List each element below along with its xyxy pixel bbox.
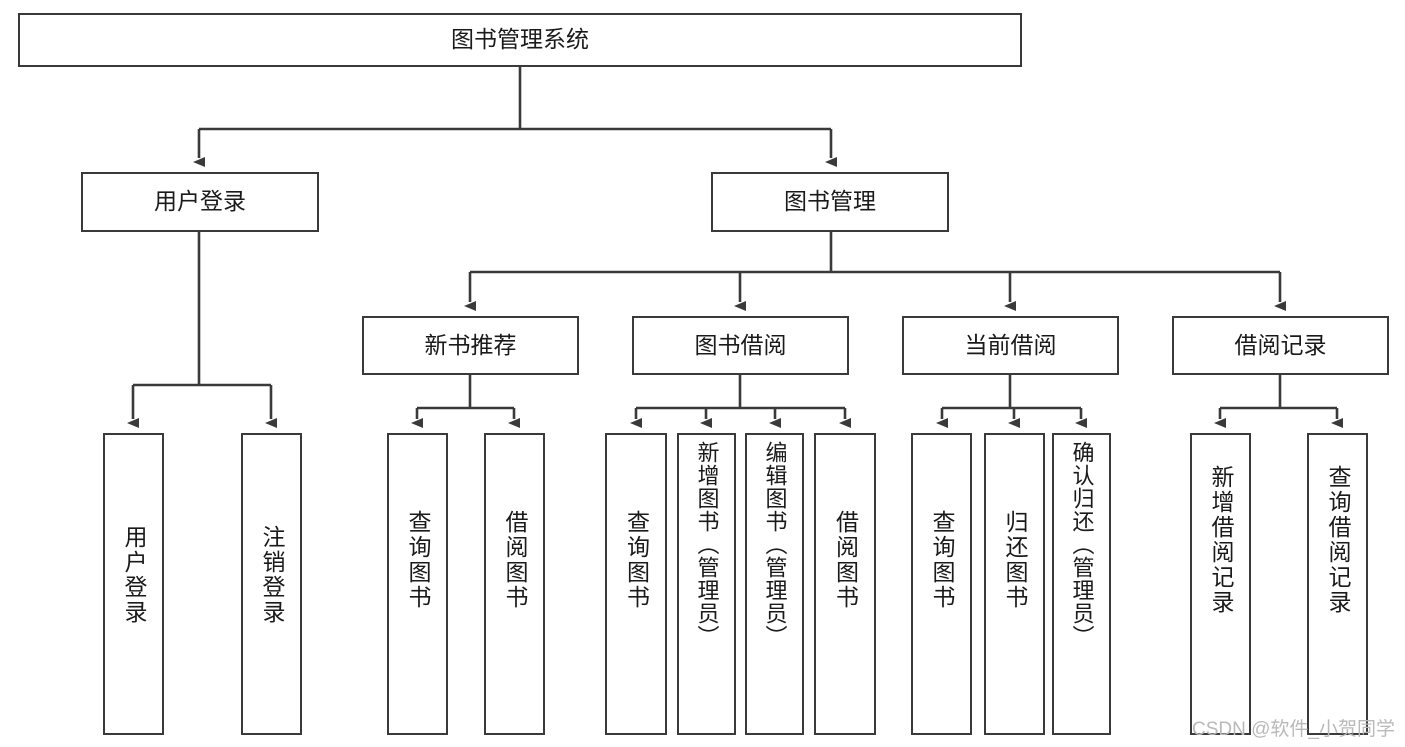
node-leaf-query-book-1[interactable]: 查询图书 xyxy=(387,433,448,735)
node-leaf-return-book-label: 归还图书 xyxy=(1002,510,1028,610)
node-leaf-user-logout[interactable]: 注销登录 xyxy=(241,433,302,735)
node-leaf-query-book-2-label: 查询图书 xyxy=(623,510,650,610)
node-book-borrow[interactable]: 图书借阅 xyxy=(632,316,849,375)
node-leaf-user-logout-label: 注销登录 xyxy=(259,525,285,625)
node-leaf-query-record[interactable]: 查询借阅记录 xyxy=(1307,433,1368,735)
node-leaf-query-book-2[interactable]: 查询图书 xyxy=(605,433,667,735)
node-root[interactable]: 图书管理系统 xyxy=(18,13,1022,67)
node-leaf-edit-book[interactable]: 编辑图书（管理员） xyxy=(745,433,804,735)
node-leaf-confirm-return[interactable]: 确认归还（管理员） xyxy=(1052,433,1111,735)
node-leaf-query-book-3-label: 查询图书 xyxy=(929,510,955,610)
node-leaf-borrow-book-1[interactable]: 借阅图书 xyxy=(484,433,545,735)
node-leaf-add-record-label: 新增借阅记录 xyxy=(1208,465,1234,615)
node-current-borrow-label: 当前借阅 xyxy=(964,331,1057,358)
csdn-watermark: CSDN @软件_小贺同学 xyxy=(1192,719,1395,740)
node-leaf-query-book-1-label: 查询图书 xyxy=(405,510,431,610)
node-leaf-user-login-label: 用户登录 xyxy=(121,525,147,625)
node-leaf-user-login[interactable]: 用户登录 xyxy=(103,433,164,735)
node-user-login[interactable]: 用户登录 xyxy=(81,172,319,232)
node-book-manage-label: 图书管理 xyxy=(784,188,876,215)
node-leaf-confirm-return-label: 确认归还（管理员） xyxy=(1069,441,1095,648)
node-leaf-edit-book-label: 编辑图书（管理员） xyxy=(762,441,788,648)
node-borrow-record-label: 借阅记录 xyxy=(1234,331,1327,358)
node-book-borrow-label: 图书借阅 xyxy=(694,331,787,358)
node-leaf-query-book-3[interactable]: 查询图书 xyxy=(911,433,972,735)
node-leaf-query-record-label: 查询借阅记录 xyxy=(1325,465,1351,615)
node-leaf-add-record[interactable]: 新增借阅记录 xyxy=(1190,433,1251,735)
node-borrow-record[interactable]: 借阅记录 xyxy=(1172,316,1389,375)
node-leaf-add-book-label: 新增图书（管理员） xyxy=(694,441,720,648)
node-book-manage[interactable]: 图书管理 xyxy=(711,172,949,232)
node-leaf-borrow-book-2[interactable]: 借阅图书 xyxy=(814,433,876,735)
node-root-label: 图书管理系统 xyxy=(451,26,589,53)
node-new-book-recommend-label: 新书推荐 xyxy=(424,331,517,358)
node-current-borrow[interactable]: 当前借阅 xyxy=(902,316,1119,375)
node-leaf-borrow-book-1-label: 借阅图书 xyxy=(502,510,528,610)
node-leaf-add-book[interactable]: 新增图书（管理员） xyxy=(677,433,736,735)
node-user-login-label: 用户登录 xyxy=(154,188,246,215)
node-leaf-return-book[interactable]: 归还图书 xyxy=(984,433,1045,735)
node-new-book-recommend[interactable]: 新书推荐 xyxy=(362,316,579,375)
node-leaf-borrow-book-2-label: 借阅图书 xyxy=(832,510,859,610)
